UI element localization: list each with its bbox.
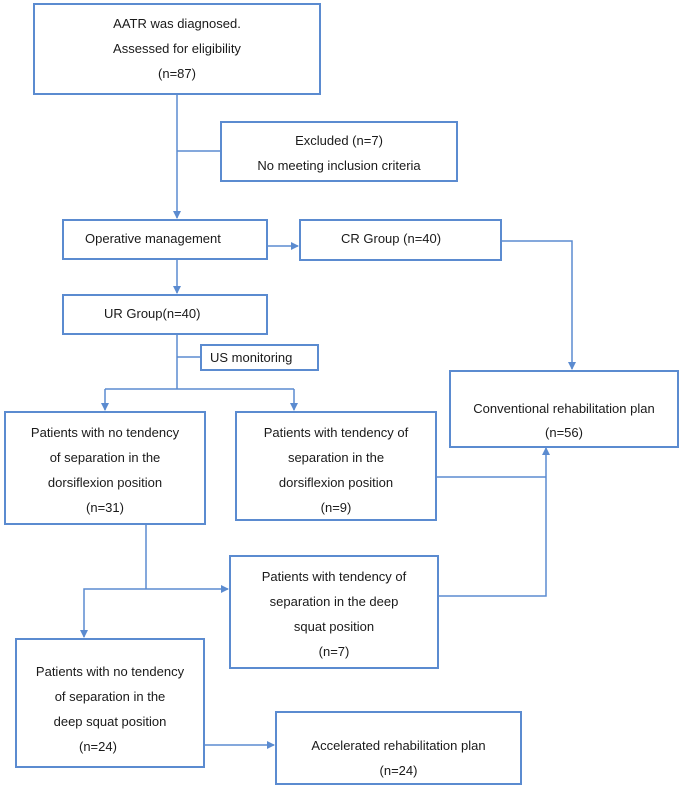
- no-tendency-squat-line2: of separation in the: [54, 689, 166, 704]
- connector-to-no-tendency-squat: [80, 588, 146, 638]
- excluded-line2: No meeting inclusion criteria: [257, 158, 421, 173]
- no-tendency-dorsiflexion-line2: of separation in the: [49, 450, 161, 465]
- accelerated-line1: Accelerated rehabilitation plan: [311, 738, 486, 753]
- tendency-squat-line4: (n=7): [318, 644, 350, 659]
- no-tendency-squat-line1: Patients with no tendency: [35, 664, 185, 679]
- excluded-line1: Excluded (n=7): [295, 133, 383, 148]
- box-excluded: Excluded (n=7) No meeting inclusion crit…: [220, 121, 458, 182]
- conventional-line2: (n=56): [545, 425, 583, 440]
- box-no-tendency-deep-squat: Patients with no tendency of separation …: [15, 638, 205, 768]
- box-accelerated-rehabilitation: Accelerated rehabilitation plan (n=24): [275, 711, 522, 785]
- no-tendency-dorsiflexion-line4: (n=31): [86, 500, 124, 515]
- tendency-dorsiflexion-line4: (n=9): [320, 500, 352, 515]
- box-no-tendency-dorsiflexion: Patients with no tendency of separation …: [4, 411, 206, 525]
- us-monitoring-line1: US monitoring: [210, 350, 293, 365]
- box-tendency-dorsiflexion: Patients with tendency of separation in …: [235, 411, 437, 521]
- tendency-squat-line2: separation in the deep: [269, 594, 399, 609]
- accelerated-line2: (n=24): [379, 763, 418, 778]
- connector-tendency-squat-to-conventional: [439, 447, 550, 597]
- no-tendency-dorsiflexion-line3: dorsiflexion position: [47, 475, 163, 490]
- diagnosed-line3: (n=87): [158, 66, 196, 81]
- box-tendency-deep-squat: Patients with tendency of separation in …: [229, 555, 439, 669]
- tendency-dorsiflexion-line3: dorsiflexion position: [278, 475, 394, 490]
- cr-group-line1: CR Group (n=40): [341, 231, 442, 246]
- ur-group-line1: UR Group(n=40): [104, 306, 201, 321]
- box-diagnosed: AATR was diagnosed. Assessed for eligibi…: [33, 3, 321, 95]
- connector-cr-to-conventional: [502, 240, 576, 370]
- no-tendency-dorsiflexion-line1: Patients with no tendency: [30, 425, 180, 440]
- diagnosed-line1: AATR was diagnosed.: [113, 16, 241, 31]
- no-tendency-squat-line3: deep squat position: [53, 714, 167, 729]
- box-operative-management: Operative management: [62, 219, 268, 260]
- tendency-dorsiflexion-line1: Patients with tendency of: [263, 425, 409, 440]
- tendency-dorsiflexion-line2: separation in the: [287, 450, 385, 465]
- tendency-squat-line1: Patients with tendency of: [261, 569, 407, 584]
- tendency-squat-line3: squat position: [293, 619, 375, 634]
- box-conventional-rehabilitation: Conventional rehabilitation plan (n=56): [449, 370, 679, 448]
- box-us-monitoring: US monitoring: [200, 344, 319, 371]
- no-tendency-squat-line4: (n=24): [79, 739, 117, 754]
- diagnosed-line2: Assessed for eligibility: [113, 41, 241, 56]
- box-ur-group: UR Group(n=40): [62, 294, 268, 335]
- conventional-line1: Conventional rehabilitation plan: [473, 401, 655, 416]
- box-cr-group: CR Group (n=40): [299, 219, 502, 261]
- operative-line1: Operative management: [85, 231, 221, 246]
